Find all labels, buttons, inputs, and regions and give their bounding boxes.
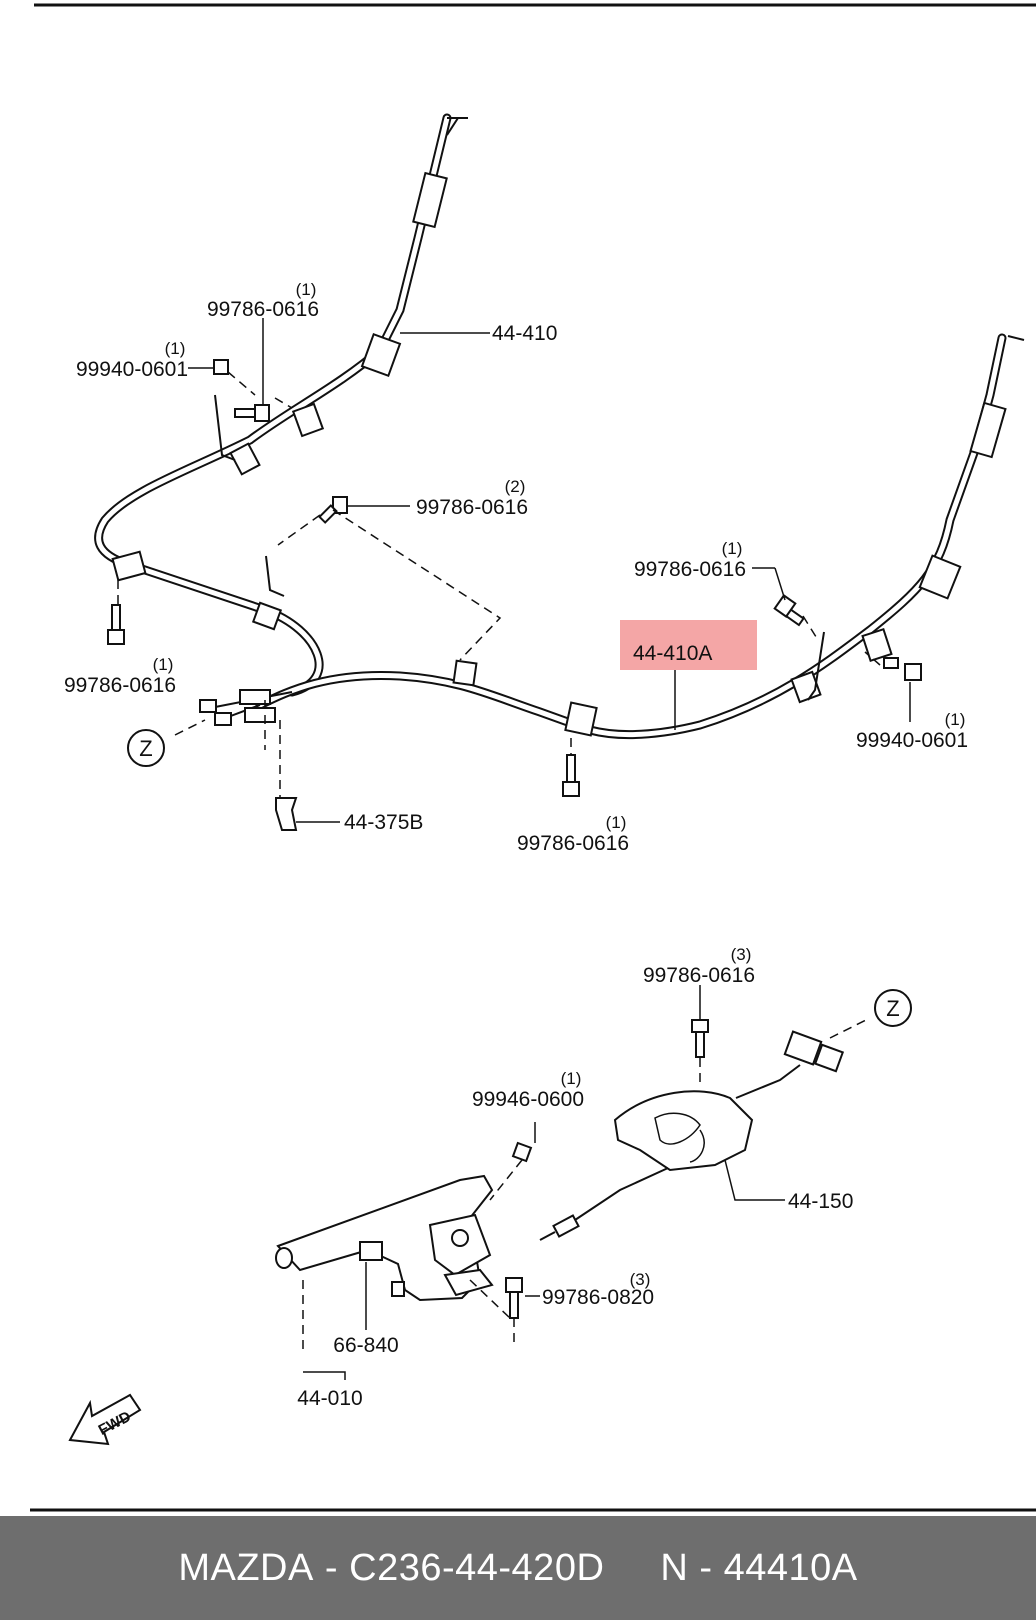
- label-44-150: 44-150: [788, 1190, 853, 1213]
- switch-66-840-icon: [359, 1241, 383, 1261]
- footer-brand: MAZDA: [178, 1546, 314, 1589]
- qty-b4: (1): [153, 655, 174, 674]
- footer-oem-number: C236-44-420D: [349, 1546, 605, 1589]
- qty-n1: (1): [165, 339, 186, 358]
- z-marker-top: Z: [127, 729, 165, 767]
- label-b4: 99786-0616: [64, 674, 176, 697]
- qty-n3: (1): [561, 1069, 582, 1088]
- label-b3: 99786-0616: [634, 558, 746, 581]
- qty-b2: (2): [505, 477, 526, 496]
- cable-grommet: [360, 332, 402, 378]
- label-44-410A: 44-410A: [633, 642, 712, 665]
- qty-b3: (1): [722, 539, 743, 558]
- lever-assembly: [275, 1141, 533, 1319]
- cable-clip: [452, 659, 478, 687]
- highlight-box: [620, 620, 757, 670]
- cable-clip: [564, 701, 598, 737]
- bolt-head-icon: [107, 629, 125, 645]
- label-b5: 99786-0616: [517, 832, 629, 855]
- qty-b7: (3): [630, 1270, 651, 1289]
- footer-separator: -: [313, 1546, 350, 1589]
- bolt-icon: [318, 504, 338, 524]
- leaders-bottom: [302, 985, 871, 1380]
- lever-bracket-foot: [443, 1268, 494, 1297]
- label-b7: 99786-0820: [542, 1286, 654, 1309]
- label-n2: 99940-0601: [856, 729, 968, 752]
- cable-clip: [291, 402, 325, 438]
- clip-44-375B-icon: [275, 797, 298, 831]
- bolt-icon: [234, 408, 256, 418]
- leaders-top: [117, 318, 911, 823]
- bracket: [265, 555, 285, 597]
- qty-b5: (1): [606, 813, 627, 832]
- z-marker-label: Z: [886, 996, 899, 1021]
- cable-grommet: [918, 554, 962, 600]
- cable-clip: [861, 627, 893, 663]
- label-44-410: 44-410: [492, 322, 557, 345]
- cable-clip: [111, 550, 147, 582]
- bracket: [214, 394, 236, 461]
- z-marker-label: Z: [139, 736, 152, 761]
- z-marker-bottom: Z: [874, 989, 912, 1027]
- label-44-010: 44-010: [297, 1387, 362, 1410]
- part-labels: 44-410 44-410A (1) 99786-0616 (1) 99940-…: [64, 280, 968, 1410]
- label-b2: 99786-0616: [416, 496, 528, 519]
- footer-n-label: N: [660, 1546, 689, 1589]
- bolt-icon: [111, 604, 121, 634]
- label-n1: 99940-0601: [76, 358, 188, 381]
- equalizer-44-150: [539, 1019, 845, 1241]
- bolt-icon: [509, 1291, 519, 1319]
- footer-banner: MAZDA - C236-44-420D N - 44410A: [0, 1516, 1036, 1620]
- qty-b6: (3): [731, 945, 752, 964]
- bolt-icon: [566, 754, 576, 784]
- label-b6: 99786-0616: [643, 964, 755, 987]
- washer-icon: [883, 657, 899, 669]
- bolt-head-icon: [505, 1277, 523, 1293]
- bolt-head-icon: [562, 781, 580, 797]
- label-n3: 99946-0600: [472, 1088, 584, 1111]
- label-44-375B: 44-375B: [344, 811, 423, 834]
- cable-adjuster-top: [969, 401, 1007, 459]
- bolt-head-icon: [773, 594, 797, 618]
- cable-adjuster-top: [412, 171, 448, 229]
- cable-44-410A: [255, 333, 1025, 740]
- parts-diagram: Z Z FWD 44-410 44-410A (1) 99786-0616 (1…: [30, 3, 1036, 1512]
- bolt-head-icon: [691, 1019, 709, 1033]
- bolt-head-icon: [332, 496, 348, 514]
- fwd-label: FWD: [96, 1408, 134, 1439]
- nut-icon: [511, 1141, 533, 1163]
- nut-icon: [904, 663, 922, 681]
- cable-clip: [229, 442, 261, 476]
- bolt-head-icon: [254, 404, 270, 422]
- label-b1: 99786-0616: [207, 298, 319, 321]
- qty-n2: (1): [945, 710, 966, 729]
- footer-n-number: 44410A: [723, 1546, 858, 1589]
- cable-44-410: [94, 113, 468, 697]
- nut-icon: [213, 359, 229, 375]
- lever-pin: [391, 1281, 405, 1297]
- fwd-arrow: FWD: [68, 1393, 142, 1446]
- fasteners-top: [107, 359, 922, 831]
- qty-b1: (1): [296, 280, 317, 299]
- footer-separator-2: -: [688, 1546, 724, 1589]
- bracket: [807, 631, 825, 701]
- label-66-840: 66-840: [333, 1334, 398, 1357]
- cable-clip: [251, 601, 283, 631]
- cable-ends: [199, 689, 293, 726]
